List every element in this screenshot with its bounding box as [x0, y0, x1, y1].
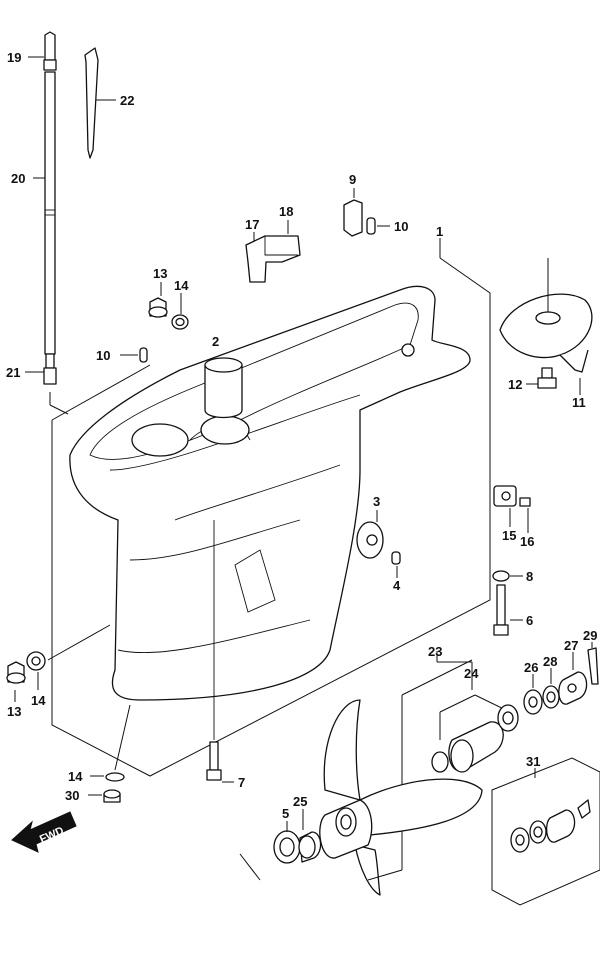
callout-6: 6 [526, 613, 533, 628]
item-1-frame [51, 238, 491, 777]
callout-15: 15 [502, 528, 516, 543]
item-17-18-bracket [245, 220, 301, 283]
item-11-trim-tab [499, 258, 593, 395]
callout-13-bottom: 13 [7, 704, 21, 719]
propeller [239, 699, 483, 896]
callout-18: 18 [279, 204, 293, 219]
gear-case-body [69, 285, 471, 701]
callout-27: 27 [564, 638, 578, 653]
drive-shaft-assembly [25, 31, 69, 415]
callout-labels: 1 2 3 4 5 6 7 8 9 10 10 11 12 13 13 14 1… [6, 50, 597, 821]
callout-17: 17 [245, 217, 259, 232]
callout-24: 24 [464, 666, 479, 681]
item-10-pin [120, 347, 148, 363]
callout-25: 25 [293, 794, 307, 809]
callout-10-left: 10 [96, 348, 110, 363]
callout-28: 28 [543, 654, 557, 669]
callout-2: 2 [212, 334, 219, 349]
item-22-tie [84, 47, 116, 159]
callout-30: 30 [65, 788, 79, 803]
item-13-14-top [148, 282, 189, 330]
item-6-8 [492, 570, 523, 636]
callout-23: 23 [428, 644, 442, 659]
item-23-24-frame [401, 651, 511, 870]
callout-4: 4 [393, 578, 401, 593]
callout-29: 29 [583, 628, 597, 643]
item-13-14-bottom [6, 624, 111, 702]
callout-13-top: 13 [153, 266, 167, 281]
item-15-16 [493, 485, 531, 533]
callout-11: 11 [572, 395, 586, 410]
item-3-4-anode [356, 510, 401, 578]
item-5-25 [273, 809, 322, 864]
callout-14-top: 14 [174, 278, 189, 293]
callout-26: 26 [524, 660, 538, 675]
callout-21: 21 [6, 365, 20, 380]
callout-3: 3 [373, 494, 380, 509]
callout-20: 20 [11, 171, 25, 186]
callout-12: 12 [508, 377, 522, 392]
callout-8: 8 [526, 569, 533, 584]
callout-19: 19 [7, 50, 21, 65]
callout-16: 16 [520, 534, 534, 549]
item-31-frame [491, 757, 600, 906]
callout-31: 31 [526, 754, 540, 769]
callout-7: 7 [238, 775, 245, 790]
callout-22: 22 [120, 93, 134, 108]
callout-9: 9 [349, 172, 356, 187]
callout-1: 1 [436, 224, 443, 239]
callout-10-top: 10 [394, 219, 408, 234]
callout-14-left: 14 [31, 693, 46, 708]
callout-5: 5 [282, 806, 289, 821]
item-7-bolt [206, 520, 234, 783]
item-26-29 [523, 642, 599, 715]
item-14-30-bottom [88, 704, 131, 803]
item-9-cap [343, 188, 390, 237]
callout-14-bottom: 14 [68, 769, 83, 784]
item-24-bushing [431, 704, 519, 773]
fwd-arrow-icon: FWD [11, 811, 77, 853]
